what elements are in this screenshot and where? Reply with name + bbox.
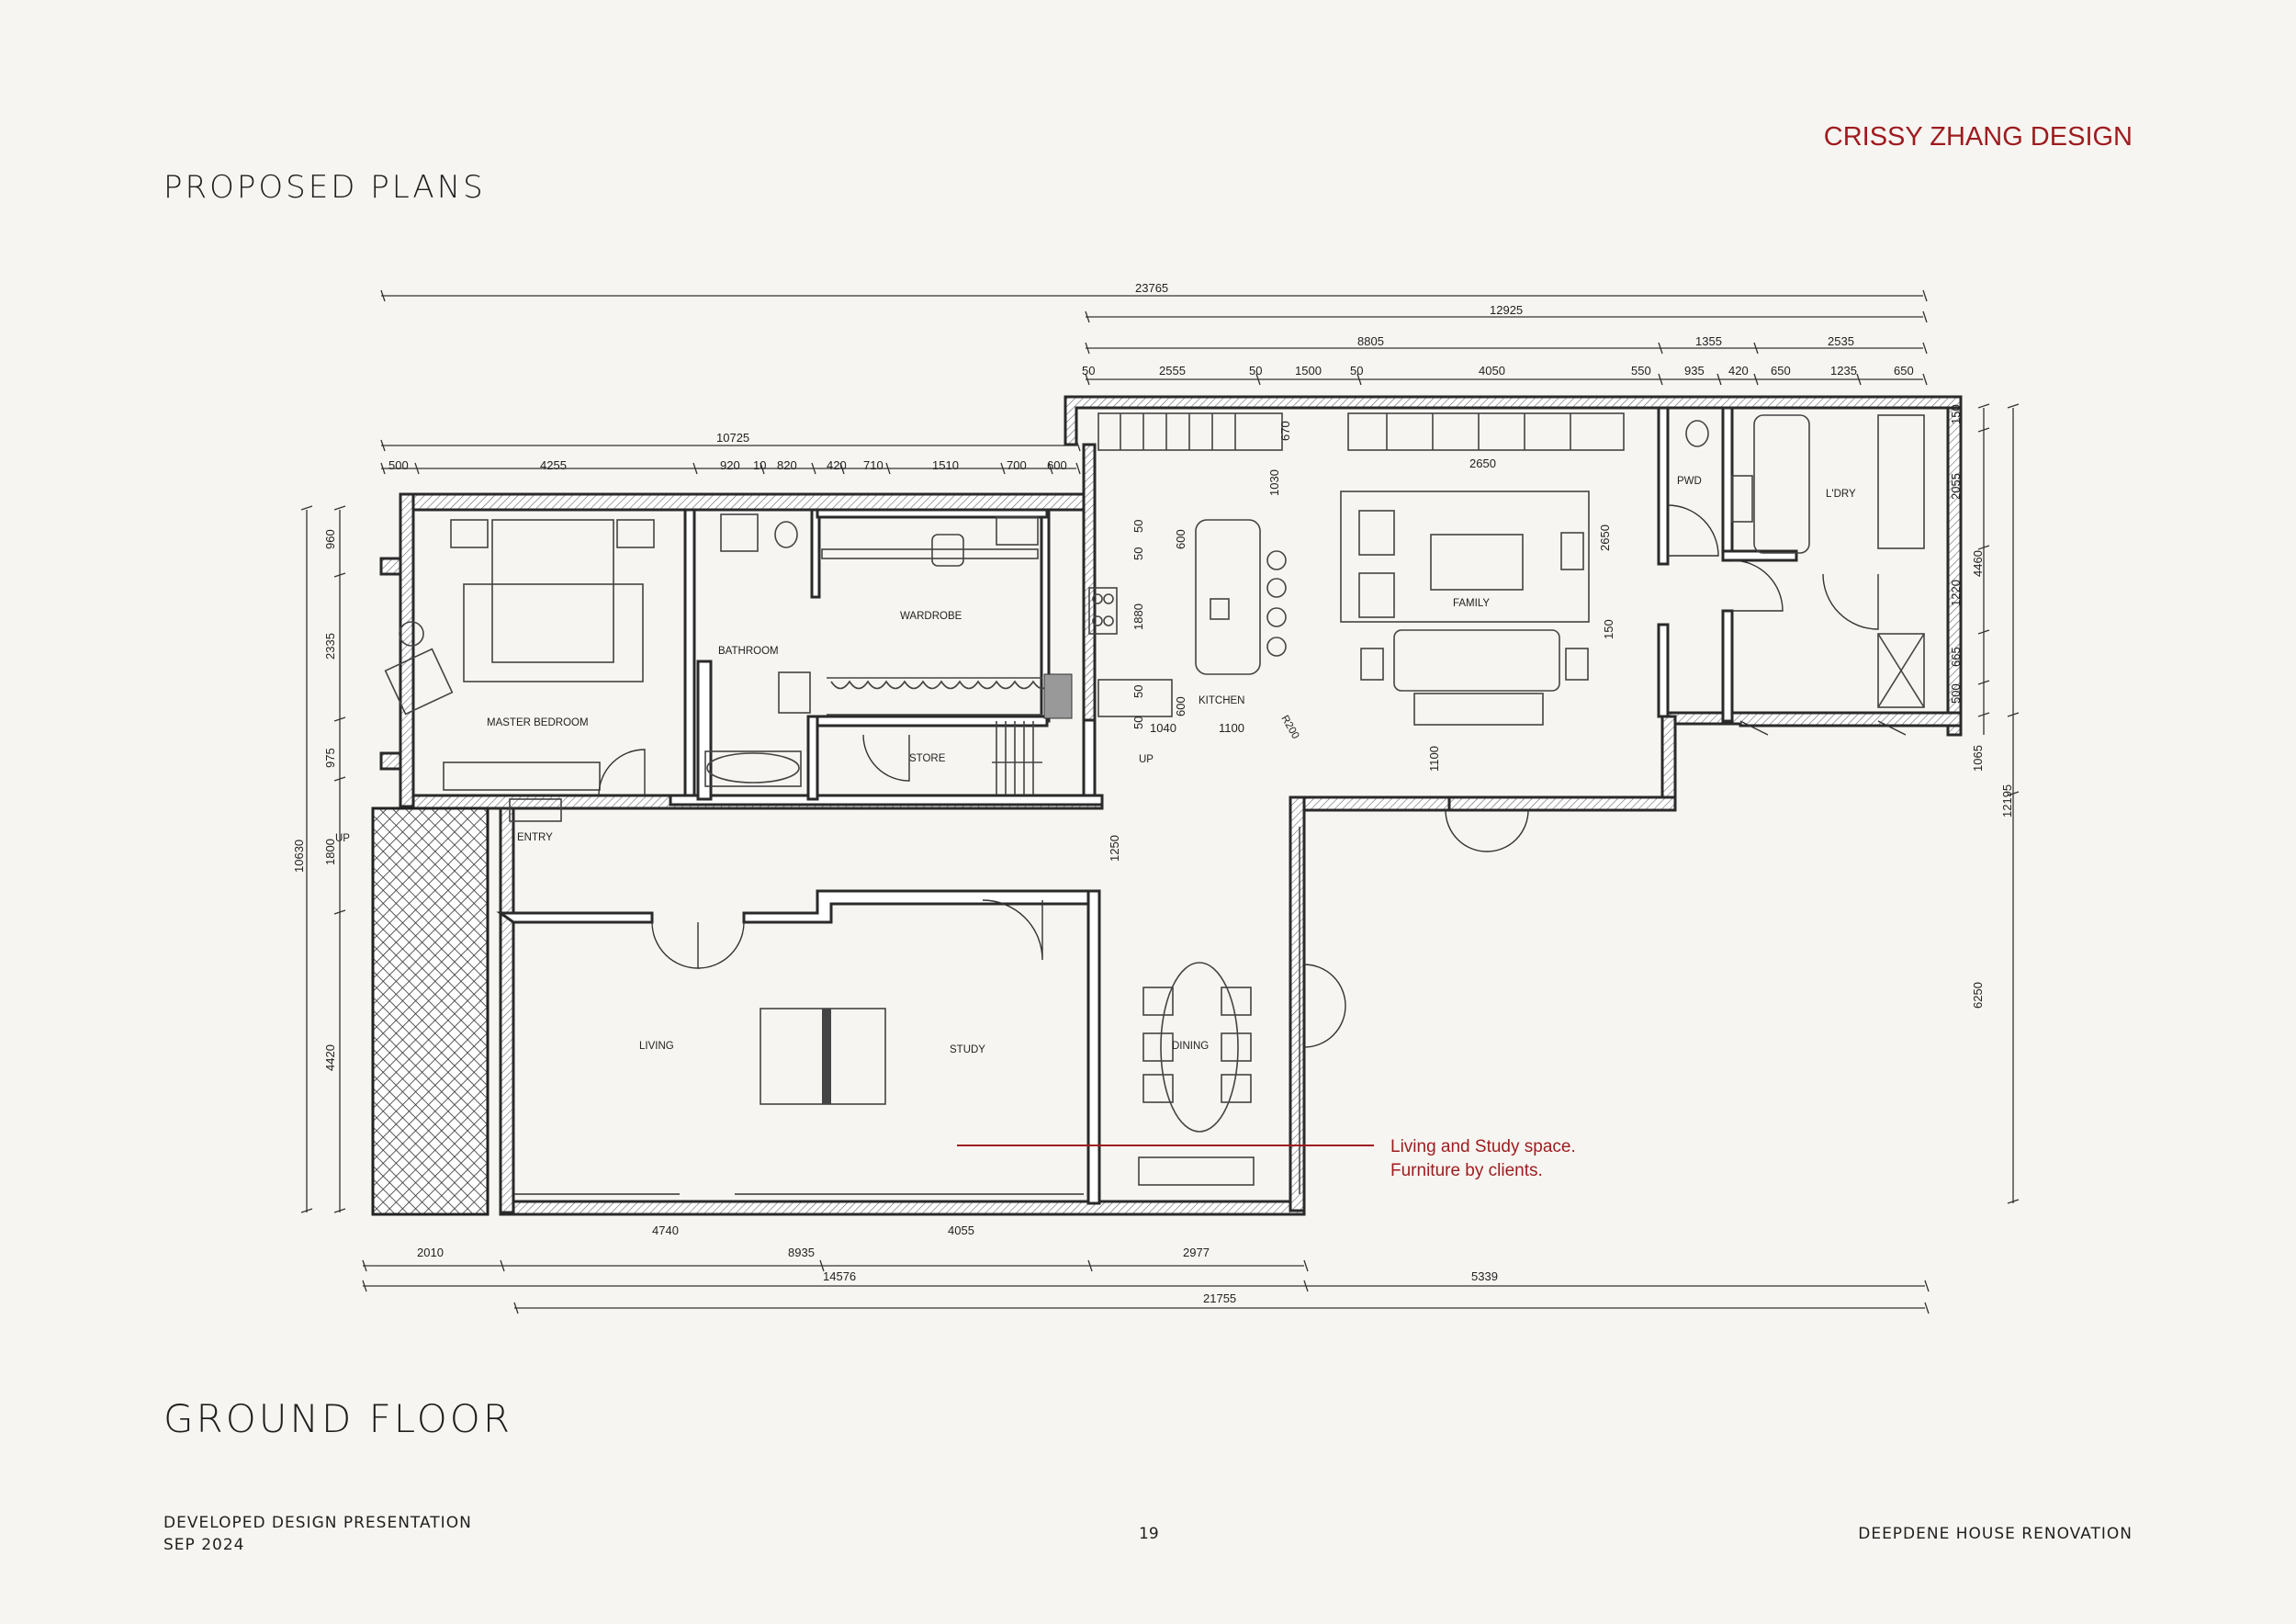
dim-front-top: 10725	[716, 431, 749, 445]
room-family: FAMILY	[1453, 598, 1490, 609]
dim-seg-a-0: 50	[1082, 364, 1095, 378]
dim-front-3: 10	[753, 458, 766, 472]
dim-right-5: 500	[1949, 683, 1963, 704]
brand-name: CRISSY ZHANG DESIGN	[1823, 122, 2133, 152]
dim-right-8: 6250	[1971, 982, 1985, 1009]
room-laundry: L'DRY	[1826, 489, 1856, 500]
dim-kitchen-w-0: 1040	[1150, 721, 1176, 735]
dim-right-1: 2055	[1949, 473, 1963, 500]
dim-bottom-0: 2010	[417, 1246, 444, 1259]
room-master-bedroom: MASTER BEDROOM	[487, 717, 589, 728]
dim-left-1: 2335	[323, 633, 337, 660]
dim-front-4: 820	[777, 458, 797, 472]
exterior-walls	[379, 395, 1963, 1216]
dim-left-3: 10630	[292, 840, 306, 873]
footer-project: DEEPDENE HOUSE RENOVATION	[1858, 1525, 2133, 1543]
dim-misc-3: 150	[1602, 619, 1615, 639]
dim-kitchen-50-0: 50	[1131, 520, 1145, 533]
dim-right-2: 4460	[1971, 550, 1985, 577]
dim-rear-top: 12925	[1490, 303, 1523, 317]
dim-front-6: 710	[863, 458, 884, 472]
dim-front-9: 600	[1047, 458, 1067, 472]
dim-seg-b-0: 935	[1684, 364, 1705, 378]
dim-bottom-3: 4055	[948, 1224, 974, 1237]
dim-bottom-row2-0: 14576	[823, 1269, 856, 1283]
floor-title: GROUND FLOOR	[163, 1396, 512, 1441]
dim-family-table: 2650	[1469, 457, 1496, 470]
dim-bottom-row2-1: 5339	[1471, 1269, 1498, 1283]
dim-kitchen-50-3: 50	[1131, 716, 1145, 729]
dim-seg-a-2: 50	[1249, 364, 1262, 378]
dim-bottom-4: 2977	[1183, 1246, 1210, 1259]
radius-label: R200	[1278, 714, 1300, 741]
doors	[598, 504, 1907, 1048]
dim-kitchen-w-1: 1100	[1219, 721, 1244, 735]
dim-right-4: 665	[1949, 647, 1963, 667]
room-living: LIVING	[639, 1041, 674, 1052]
dim-seg-a-4: 50	[1350, 364, 1363, 378]
dim-front-8: 700	[1007, 458, 1027, 472]
dim-kitchen-50-1: 50	[1131, 547, 1145, 560]
dim-left-0: 960	[323, 529, 337, 549]
stair-up-entry: UP	[335, 833, 350, 844]
dim-right-6: 1065	[1971, 745, 1985, 772]
dim-kitchen-50-2: 50	[1131, 685, 1145, 698]
annotation-line-1: Living and Study space.	[1390, 1137, 1576, 1156]
dim-pwd-run: 1355	[1695, 334, 1722, 348]
dim-left-4: 1800	[323, 839, 337, 865]
dim-seg-b-1: 420	[1728, 364, 1749, 378]
dim-front-0: 500	[388, 458, 409, 472]
footer-presentation: DEVELOPED DESIGN PRESENTATION	[163, 1514, 472, 1532]
footer-date: SEP 2024	[163, 1536, 245, 1554]
stair-up-store: UP	[1139, 754, 1154, 765]
dim-right-0: 150	[1949, 404, 1963, 424]
room-entry: ENTRY	[517, 832, 553, 843]
dim-seg-a-5: 4050	[1479, 364, 1505, 378]
dim-front-1: 4255	[540, 458, 567, 472]
dim-overall-top: 23765	[1135, 281, 1168, 295]
dim-misc-1: 1030	[1267, 469, 1281, 496]
room-store: STORE	[909, 753, 946, 764]
dim-left-2: 975	[323, 748, 337, 768]
dim-front-2: 920	[720, 458, 740, 472]
dim-kitchen-h-0: 600	[1174, 529, 1187, 549]
dim-kitchen-h-2: 600	[1174, 696, 1187, 716]
dim-misc-5: 1250	[1108, 835, 1121, 862]
annotation-line-2: Furniture by clients.	[1390, 1161, 1543, 1180]
dim-seg-b-3: 1235	[1830, 364, 1857, 378]
room-labels: MASTER BEDROOM BATHROOM WARDROBE STORE K…	[335, 476, 1856, 1055]
room-pwd: PWD	[1677, 476, 1702, 487]
dim-right-3: 1220	[1949, 580, 1963, 606]
dim-bottom-1: 4740	[652, 1224, 679, 1237]
annotation: Living and Study space. Furniture by cli…	[957, 1137, 1576, 1180]
furniture	[384, 412, 1925, 1195]
dim-kitchen-h-1: 1880	[1131, 603, 1145, 630]
dim-bottom-row3: 21755	[1203, 1291, 1236, 1305]
dim-laundry-run: 2535	[1828, 334, 1854, 348]
dim-seg-a-6: 550	[1631, 364, 1651, 378]
room-bathroom: BATHROOM	[718, 646, 779, 657]
dim-misc-0: 670	[1278, 421, 1292, 441]
dimension-lines: 23765 12925 8805 1355 2535 50 2555 50 15…	[292, 281, 2020, 1314]
dim-right-7: 12195	[2000, 784, 2014, 818]
room-study: STUDY	[950, 1044, 985, 1055]
dim-seg-b-2: 650	[1771, 364, 1791, 378]
dim-misc-2: 2650	[1598, 524, 1612, 551]
dim-misc-4: 1100	[1427, 746, 1441, 772]
dim-front-7: 1510	[932, 458, 959, 472]
dim-seg-a-1: 2555	[1159, 364, 1186, 378]
dim-kitchen-family-run: 8805	[1357, 334, 1384, 348]
dim-left-5: 4420	[323, 1044, 337, 1071]
room-kitchen: KITCHEN	[1199, 695, 1244, 706]
room-wardrobe: WARDROBE	[900, 611, 962, 622]
section-title: PROPOSED PLANS	[163, 169, 486, 206]
dim-seg-b-4: 650	[1894, 364, 1914, 378]
room-dining: DINING	[1172, 1041, 1209, 1052]
deck-area	[371, 806, 490, 1216]
dim-front-5: 420	[827, 458, 847, 472]
dim-bottom-2: 8935	[788, 1246, 815, 1259]
page-number: 19	[1139, 1525, 1159, 1543]
dim-seg-a-3: 1500	[1295, 364, 1322, 378]
